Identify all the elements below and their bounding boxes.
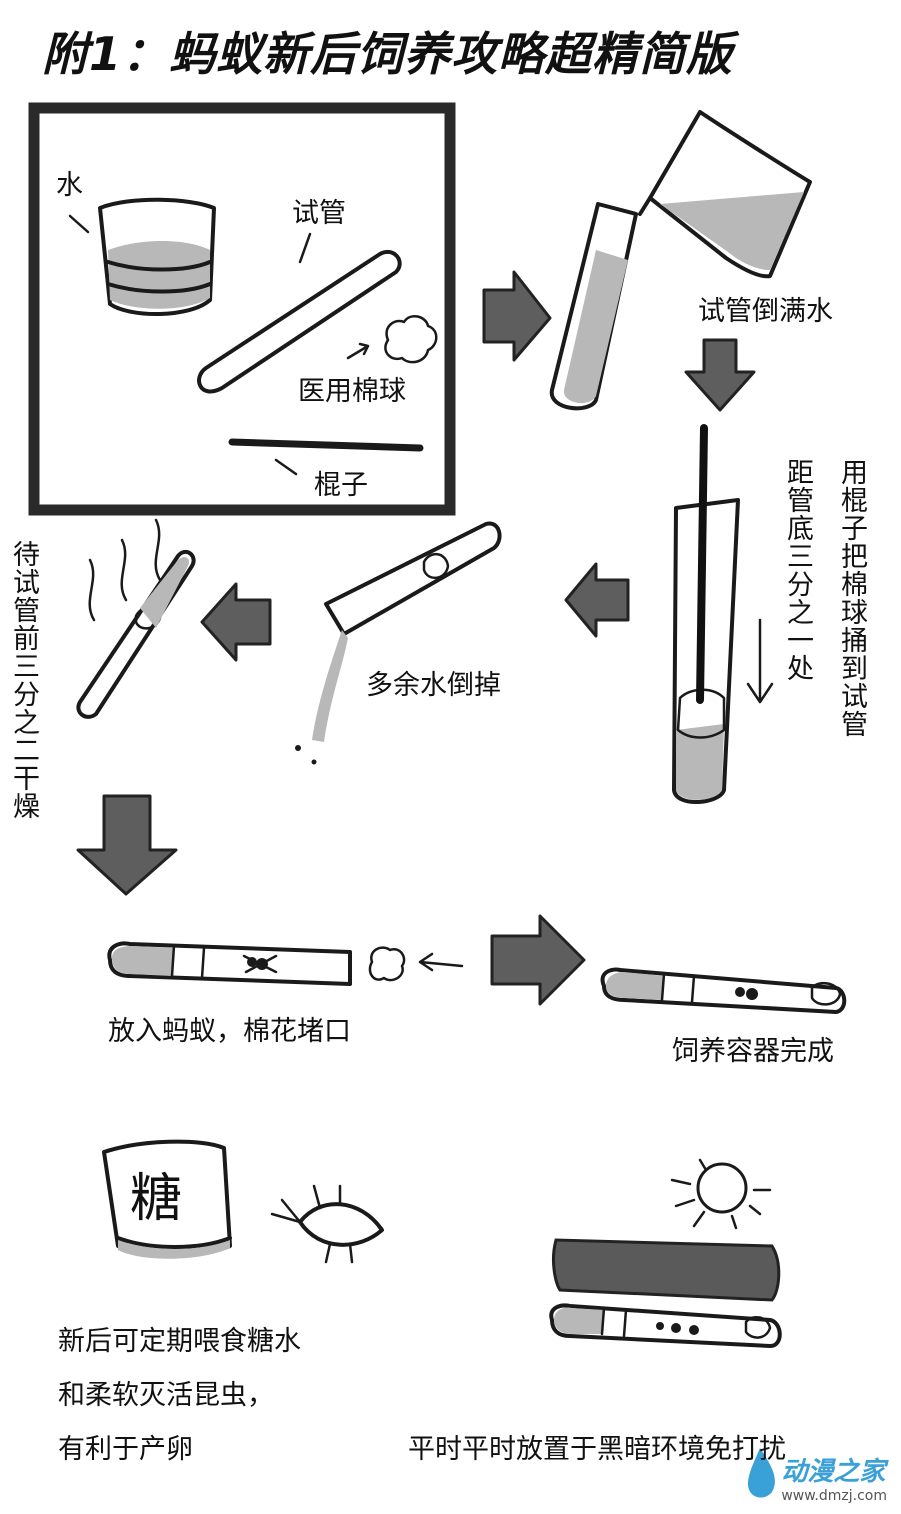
complete-tube-illustration xyxy=(600,967,847,1014)
empty-tube-illustration xyxy=(197,250,402,394)
ant-tube-illustration xyxy=(107,941,464,986)
pour-excess-label: 多余水倒掉 xyxy=(366,670,501,701)
tube-label: 试管 xyxy=(292,198,346,229)
placement-tip: 平时平时放置于黑暗环境免打扰 xyxy=(408,1434,786,1465)
water-label: 水 xyxy=(56,170,83,201)
cotton-ball-illustration xyxy=(384,314,438,364)
feeding-tip-line3: 有利于产卵 xyxy=(58,1434,193,1465)
feeding-tip-line1: 新后可定期喂食糖水 xyxy=(58,1326,301,1357)
push-cotton-illustration xyxy=(672,424,740,805)
cotton-label: 医用棉球 xyxy=(298,376,406,407)
sun-illustration xyxy=(670,1158,772,1230)
arrow-left-2 xyxy=(200,582,272,662)
watermark-url: www.dmzj.com xyxy=(781,1488,887,1504)
push-cotton-label: 用棍子把棉球捅到试管 xyxy=(836,458,867,738)
covered-tube-illustration xyxy=(549,1303,782,1348)
dry-tube-illustration xyxy=(76,518,196,719)
water-pointer xyxy=(68,214,90,234)
stick-illustration xyxy=(228,438,424,452)
cotton-pointer xyxy=(346,342,370,360)
materials-frame xyxy=(28,102,456,516)
insect-illustration xyxy=(270,1184,384,1264)
tube-pointer xyxy=(298,232,312,264)
container-done-label: 饲养容器完成 xyxy=(672,1036,834,1067)
watermark: 动漫之家 www.dmzj.com xyxy=(781,1451,887,1504)
arrow-down-2 xyxy=(76,794,178,896)
stick-label: 棍子 xyxy=(314,470,368,501)
page-title: 附1：蚂蚁新后饲养攻略超精简版 xyxy=(42,27,734,81)
sugar-character: 糖 xyxy=(130,1169,183,1229)
feeding-tip-line2: 和柔软灭活昆虫， xyxy=(58,1380,274,1411)
watermark-drop-icon xyxy=(748,1448,775,1498)
down-direction-arrow xyxy=(746,618,774,704)
arrow-down-1 xyxy=(684,338,756,412)
stick-pointer xyxy=(274,458,298,476)
arrow-left-1 xyxy=(564,562,630,638)
dry-tube-label: 待试管前三分之二干燥 xyxy=(8,540,39,820)
arrow-right-2 xyxy=(490,914,586,1006)
water-beaker-illustration xyxy=(98,197,216,317)
pitcher-illustration xyxy=(638,110,812,279)
push-cotton-distance-label: 距管底三分之一处 xyxy=(782,458,813,682)
pour-tube-illustration xyxy=(295,521,502,765)
dark-cover-illustration xyxy=(552,1238,781,1302)
arrow-right-1 xyxy=(482,270,552,362)
fill-water-label: 试管倒满水 xyxy=(698,296,833,327)
fill-tube-illustration xyxy=(549,202,638,411)
watermark-name: 动漫之家 xyxy=(781,1457,886,1487)
sugar-cup-illustration xyxy=(102,1139,232,1259)
add-ant-label: 放入蚂蚁，棉花堵口 xyxy=(108,1016,351,1047)
